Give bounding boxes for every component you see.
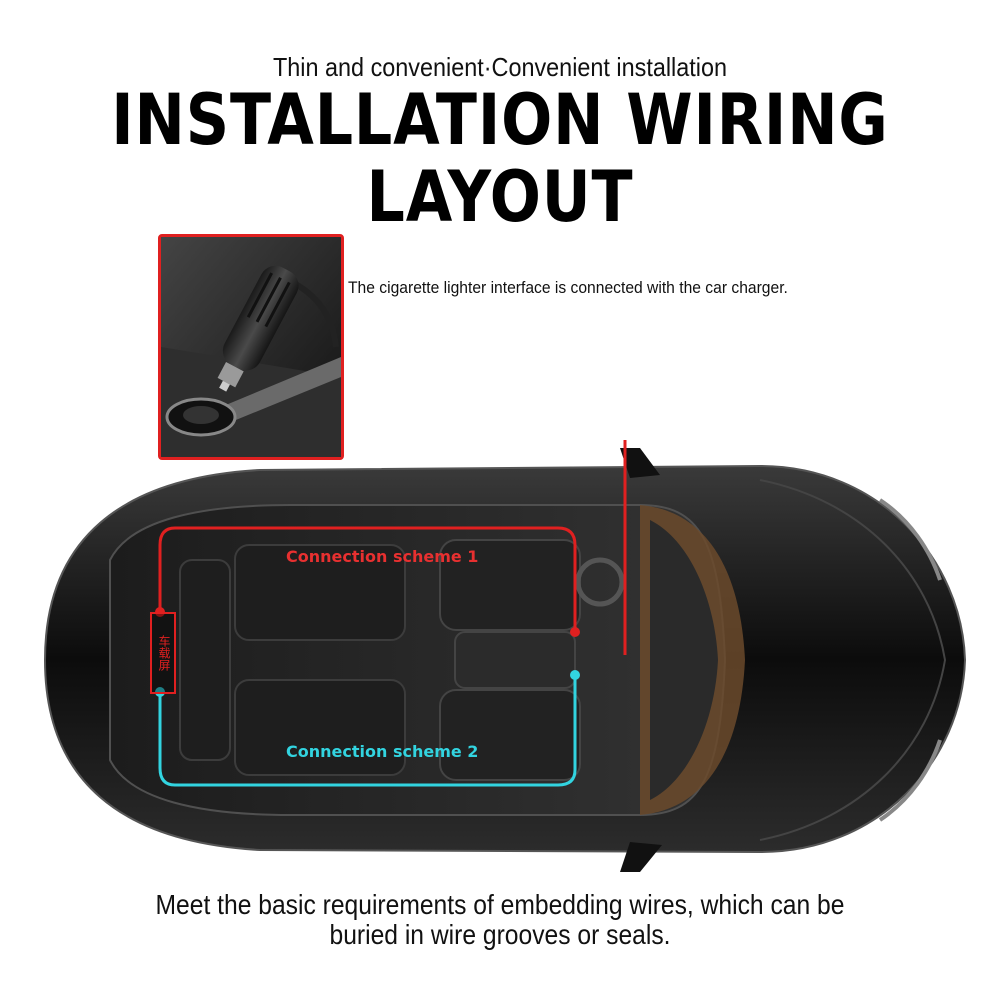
cigarette-lighter-illustration xyxy=(161,237,341,457)
footer-line-2: buried in wire grooves or seals. xyxy=(329,919,671,950)
car-top-view xyxy=(43,440,967,872)
screen-tag: 车载屏 xyxy=(150,612,176,694)
subtitle: Thin and convenient·Convenient installat… xyxy=(273,52,727,82)
front-seats xyxy=(439,539,581,781)
footer-line-1: Meet the basic requirements of embedding… xyxy=(155,889,845,920)
wire-lighter xyxy=(623,440,627,655)
page-title: INSTALLATION WIRING LAYOUT xyxy=(111,79,889,238)
scheme-1-label: Connection scheme 1 xyxy=(286,547,479,566)
callout-text: The cigarette lighter interface is conne… xyxy=(348,278,788,297)
rear-seats xyxy=(179,544,406,776)
wire-scheme-2 xyxy=(158,675,577,787)
cigarette-lighter-photo xyxy=(158,234,344,460)
scheme-2-label: Connection scheme 2 xyxy=(286,742,479,761)
footer-text: Meet the basic requirements of embedding… xyxy=(60,890,940,950)
wire-scheme-1 xyxy=(158,526,577,632)
